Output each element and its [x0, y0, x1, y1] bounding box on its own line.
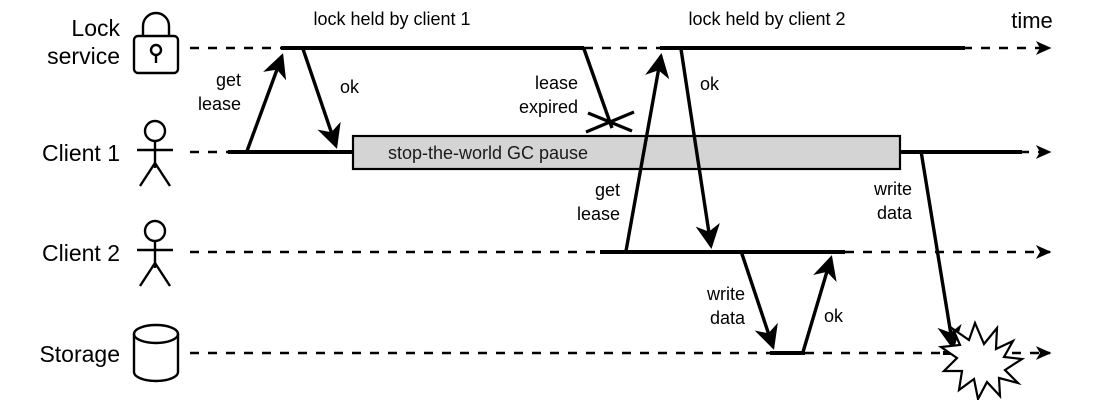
message-label-write-data-c1-line2: data [877, 203, 913, 223]
message-write-data-client-2: write data [706, 250, 778, 350]
stick-figure-icon-client-1 [137, 119, 173, 187]
lane-label-lock-service-line2: service [47, 43, 120, 69]
message-lease-expired: lease expired [519, 48, 635, 134]
lane-label-lock-service-line1: Lock [71, 15, 120, 41]
message-label-write-data-c1-line1: write [873, 179, 912, 199]
database-cylinder-icon [132, 323, 180, 383]
message-get-lease-2: get lease [577, 52, 670, 252]
gc-pause-label: stop-the-world GC pause [388, 143, 588, 163]
message-label-lease-expired-line1: lease [535, 73, 578, 93]
message-label-write-data-c2-line2: data [710, 308, 746, 328]
phase-label-lock-held-client-1: lock held by client 1 [313, 9, 470, 29]
stick-figure-icon-client-2 [137, 219, 173, 287]
lane-label-storage: Storage [39, 341, 120, 367]
message-label-get-lease-1-line2: lease [198, 94, 241, 114]
message-get-lease-1: get lease [198, 53, 287, 152]
message-label-ok-storage: ok [824, 306, 844, 326]
message-label-get-lease-1-line1: get [216, 70, 241, 90]
padlock-icon [132, 11, 180, 75]
message-label-get-lease-2-line1: get [595, 180, 620, 200]
message-label-get-lease-2-line2: lease [577, 204, 620, 224]
message-label-ok-1: ok [340, 77, 360, 97]
message-ok-2: ok [679, 48, 720, 250]
message-write-data-client-1: write data [873, 150, 962, 351]
message-ok-1: ok [301, 48, 360, 149]
message-label-write-data-c2-line1: write [706, 284, 745, 304]
message-ok-storage: ok [801, 255, 844, 353]
time-axis-label: time [1011, 8, 1053, 33]
lane-label-client-1: Client 1 [42, 140, 120, 166]
phase-label-lock-held-client-2: lock held by client 2 [688, 9, 845, 29]
message-label-ok-2: ok [700, 74, 720, 94]
message-label-lease-expired-line2: expired [519, 97, 578, 117]
lane-label-client-2: Client 2 [42, 240, 120, 266]
explosion-burst-icon [937, 319, 1026, 400]
gc-pause-box: stop-the-world GC pause [351, 134, 902, 171]
